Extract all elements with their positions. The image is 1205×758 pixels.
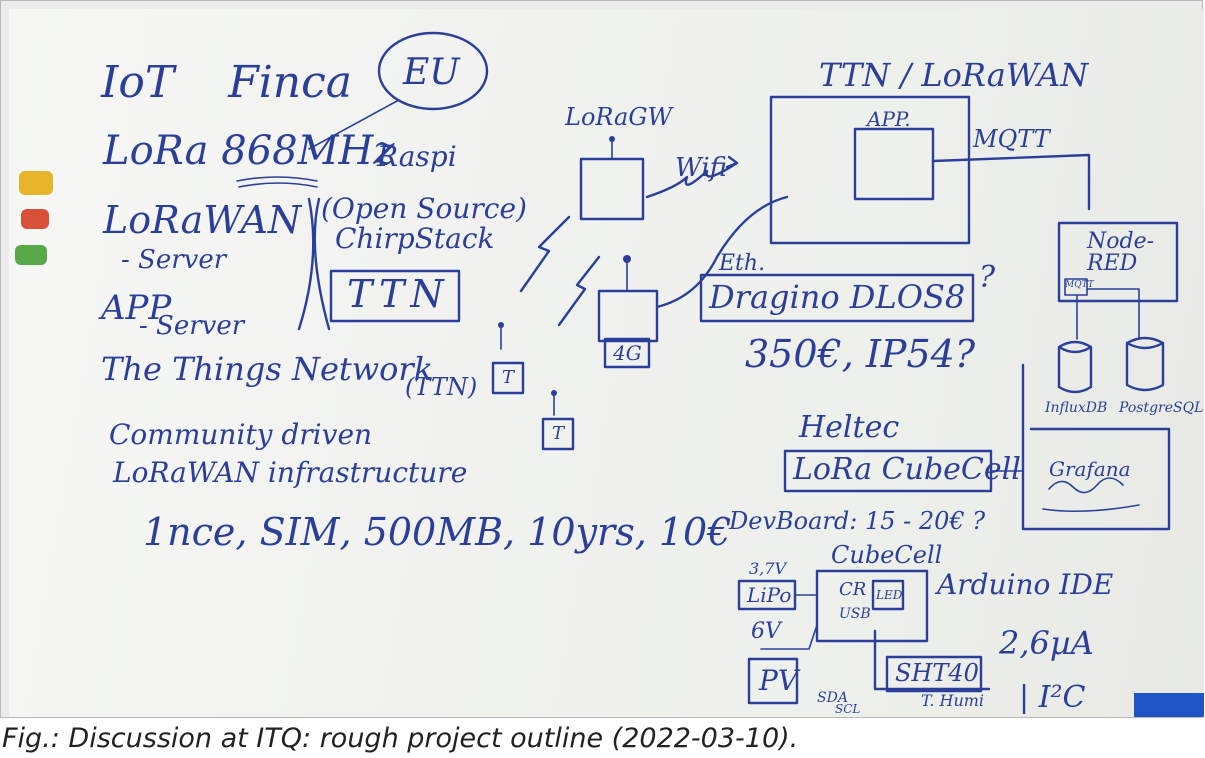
grafana-wave: [1048, 477, 1124, 494]
i2c-label: | I²C: [1019, 680, 1086, 715]
led-label: LED: [876, 588, 903, 602]
lipo-label: LiPo: [747, 583, 792, 607]
radio-link-1: [519, 215, 571, 293]
pv-box: [747, 657, 799, 705]
app-box-label: APP.: [867, 107, 911, 131]
app-label: APP: [101, 288, 172, 328]
lorawan: LoRaWAN: [103, 198, 302, 242]
voltage-label: 3,7V: [749, 559, 786, 578]
node-1-t: T: [502, 367, 515, 388]
lora-868: LoRa 868MHz: [103, 128, 395, 174]
marker-tray-blue: [1134, 693, 1204, 717]
price-label: 350€, IP54?: [745, 332, 976, 376]
lora-gw-label: LoRaGW: [565, 103, 673, 131]
postgres-label: PostgreSQL: [1119, 400, 1204, 416]
magnet-red: [21, 209, 49, 229]
dragino-box: [699, 273, 975, 323]
4g-to-ttn: [655, 195, 789, 309]
app-server: - Server: [139, 311, 245, 341]
influxdb-cylinder: [1057, 340, 1093, 394]
ttn-lorawan-label: TTN / LoRaWAN: [819, 56, 1089, 94]
arduino-label: Arduino IDE: [937, 568, 1114, 601]
ttn-abbr: (TTN): [405, 373, 478, 401]
raspi: Raspi: [377, 140, 457, 173]
community-driven: Community driven: [109, 418, 373, 451]
magnet-green: [15, 245, 47, 265]
grafana-label: Grafana: [1049, 457, 1131, 481]
scl-label: SCL: [835, 702, 861, 716]
radio-link-2: [557, 255, 601, 327]
led-box: [871, 579, 905, 611]
sht40-box: [885, 655, 983, 693]
postgres-cylinder: [1125, 336, 1165, 392]
cr-label: CR: [839, 579, 867, 600]
scribble-868: [236, 176, 318, 188]
pv-wire: [760, 624, 818, 650]
app-box: [853, 127, 935, 201]
cubecell-box-label: LoRa CubeCell: [793, 452, 1021, 487]
lorawan-server: - Server: [121, 245, 227, 275]
wifi-label: Wifi: [675, 153, 727, 183]
eth-label: Eth.: [719, 251, 766, 276]
grafana-box: [1021, 363, 1171, 531]
cubecell-label: CubeCell: [831, 541, 943, 569]
grafana-wave-2: [1042, 504, 1140, 513]
node-device-2: [541, 417, 575, 451]
influxdb-label: InfluxDB: [1045, 400, 1108, 416]
lora-gw-box: [579, 157, 645, 221]
dragino-label: Dragino DLOS8: [709, 278, 966, 316]
title-note-eu: EU: [403, 52, 460, 93]
ttn-box: [329, 269, 461, 323]
mqtt-small-label: MQTT: [1065, 280, 1094, 290]
lorawan-infrastructure: LoRaWAN infrastructure: [113, 456, 468, 489]
sketch-lines: [236, 31, 1179, 705]
node-red-box: [1057, 221, 1179, 303]
open-source: (Open Source): [321, 192, 527, 225]
chirpstack: ChirpStack: [335, 222, 495, 255]
mqtt-label: MQTT: [973, 125, 1050, 153]
title-iot-finca: IoT Finca: [101, 57, 353, 108]
cubecell-board: [815, 569, 929, 643]
magnet-yellow: [19, 171, 53, 195]
node-red-links: [1076, 288, 1140, 340]
4g-label: 4G: [613, 341, 642, 365]
devboard-label: DevBoard: 15 - 20€ ?: [729, 507, 986, 535]
heltec-label: Heltec: [799, 410, 900, 445]
the-things-network: The Things Network: [101, 350, 434, 388]
ttn-box-label: TTN: [347, 272, 450, 316]
mqtt-small-box: [1064, 278, 1088, 296]
current-label: 2,6µA: [999, 624, 1094, 662]
wifi-arrow: [645, 155, 739, 199]
4g-antenna-tip: [623, 255, 631, 263]
figure-frame: IoT Finca EU LoRa 868MHz Raspi LoRaWAN -…: [0, 0, 1204, 718]
dragino-question: ?: [979, 260, 996, 295]
mqtt-line: [931, 153, 1091, 211]
usb-label: USB: [839, 606, 871, 622]
bracket-right: [313, 197, 331, 331]
sda-label: SDA: [817, 690, 848, 706]
whiteboard-photo: IoT Finca EU LoRa 868MHz Raspi LoRaWAN -…: [9, 9, 1204, 717]
eu-circle: [377, 31, 489, 111]
sim-line: 1nce, SIM, 500MB, 10yrs, 10€: [143, 510, 732, 554]
gw-antenna-tip: [609, 136, 615, 142]
eu-pointer-line: [308, 100, 398, 150]
bracket-left: [297, 197, 315, 331]
4g-gw-box: [597, 289, 659, 343]
sht40-wire: [873, 629, 991, 691]
ttn-lorawan-box: [769, 95, 971, 245]
6v-label: 6V: [751, 619, 781, 644]
node-2-t: T: [552, 423, 565, 444]
node-red-label: Node-RED: [1087, 229, 1155, 276]
sht40-label: SHT40: [895, 659, 979, 687]
figure-caption: Fig.: Discussion at ITQ: rough project o…: [2, 723, 799, 754]
temp-humi-label: T. Humi: [921, 691, 985, 710]
node-device-1: [491, 361, 525, 395]
4g-label-box: [603, 337, 651, 369]
pv-label: PV: [759, 664, 799, 697]
